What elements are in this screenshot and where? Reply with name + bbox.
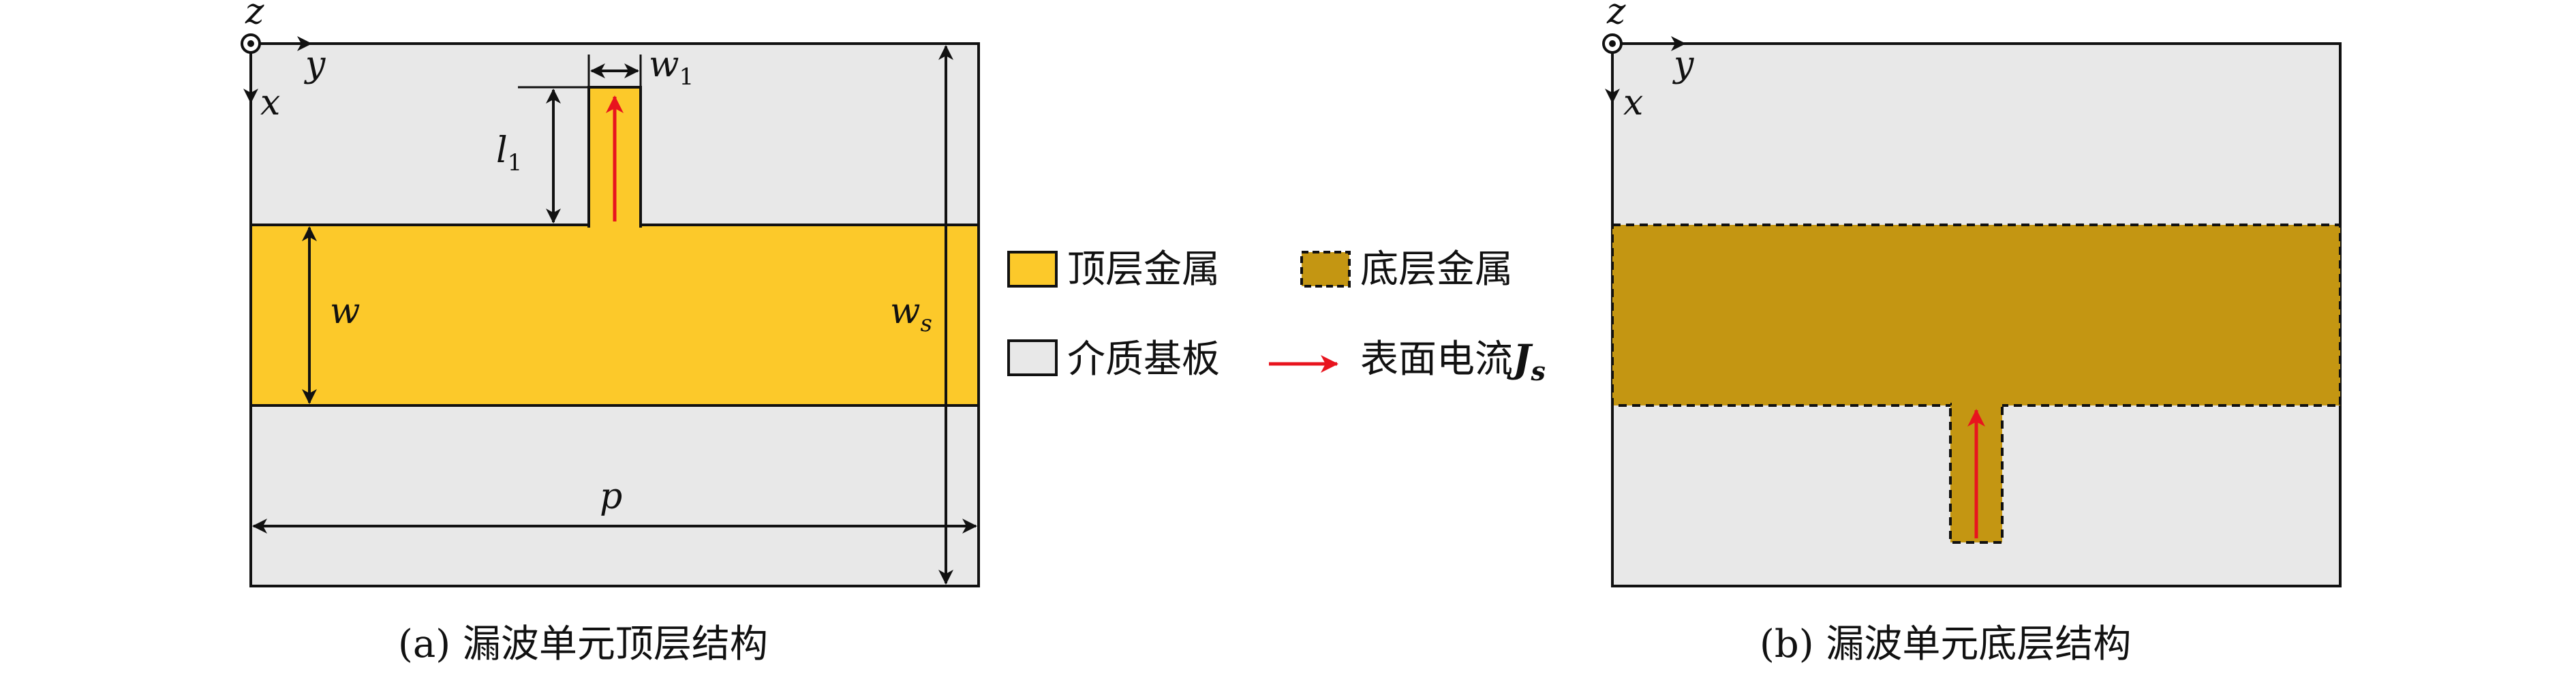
dim-w: w — [302, 226, 361, 404]
dim-ws-sub: s — [921, 310, 932, 337]
axis-x-label-b: x — [1623, 82, 1643, 123]
axis-z-label-b: z — [1606, 0, 1626, 32]
dim-l1-label: l — [496, 130, 508, 171]
panel-a-top-layer: z y x w1 l1 w ws p — [241, 0, 980, 666]
svg-text:w1: w1 — [649, 44, 694, 91]
legend-bottom-metal-label: 底层金属 — [1360, 247, 1513, 292]
axis-y-label-a: y — [304, 44, 326, 85]
axes-a: z y x — [241, 0, 326, 123]
axis-x-label-a: x — [260, 82, 280, 123]
svg-text:ws: ws — [890, 291, 932, 337]
legend-substrate-swatch — [1007, 339, 1058, 376]
legend: 顶层金属 底层金属 介质基板 表面电流Js — [1007, 247, 1546, 386]
dim-l1-sub: 1 — [508, 149, 523, 176]
svg-text:l1: l1 — [496, 130, 522, 176]
dim-p: p — [252, 476, 977, 534]
dim-p-label: p — [600, 476, 622, 517]
dim-l1: l1 — [496, 86, 589, 224]
top-metal-strip — [249, 224, 980, 407]
dim-w-label: w — [330, 291, 361, 332]
bottom-metal-strip — [1611, 224, 2342, 407]
panel-b-bottom-layer: z y x (b) 漏波单元底层结构 — [1602, 0, 2342, 666]
dim-ws-label: w — [890, 291, 921, 332]
caption-b: (b) 漏波单元底层结构 — [1760, 622, 2131, 666]
legend-top-metal-label: 顶层金属 — [1067, 247, 1220, 292]
axis-z-label-a: z — [245, 0, 264, 32]
dim-ws: ws — [890, 45, 953, 585]
legend-current-label: 表面电流 — [1360, 337, 1513, 382]
legend-current-sub: s — [1531, 356, 1546, 386]
svg-text:表面电流Js: 表面电流Js — [1360, 337, 1546, 386]
axis-y-label-b: y — [1672, 44, 1694, 85]
dim-w1: w1 — [587, 44, 694, 91]
axes-b: z y x — [1602, 0, 1694, 123]
dim-w1-sub: 1 — [679, 63, 694, 91]
dim-w1-label: w — [649, 44, 679, 85]
legend-top-metal-swatch — [1007, 251, 1058, 288]
caption-a: (a) 漏波单元顶层结构 — [398, 622, 768, 666]
legend-substrate-label: 介质基板 — [1067, 337, 1220, 382]
legend-bottom-metal-swatch — [1300, 251, 1351, 288]
